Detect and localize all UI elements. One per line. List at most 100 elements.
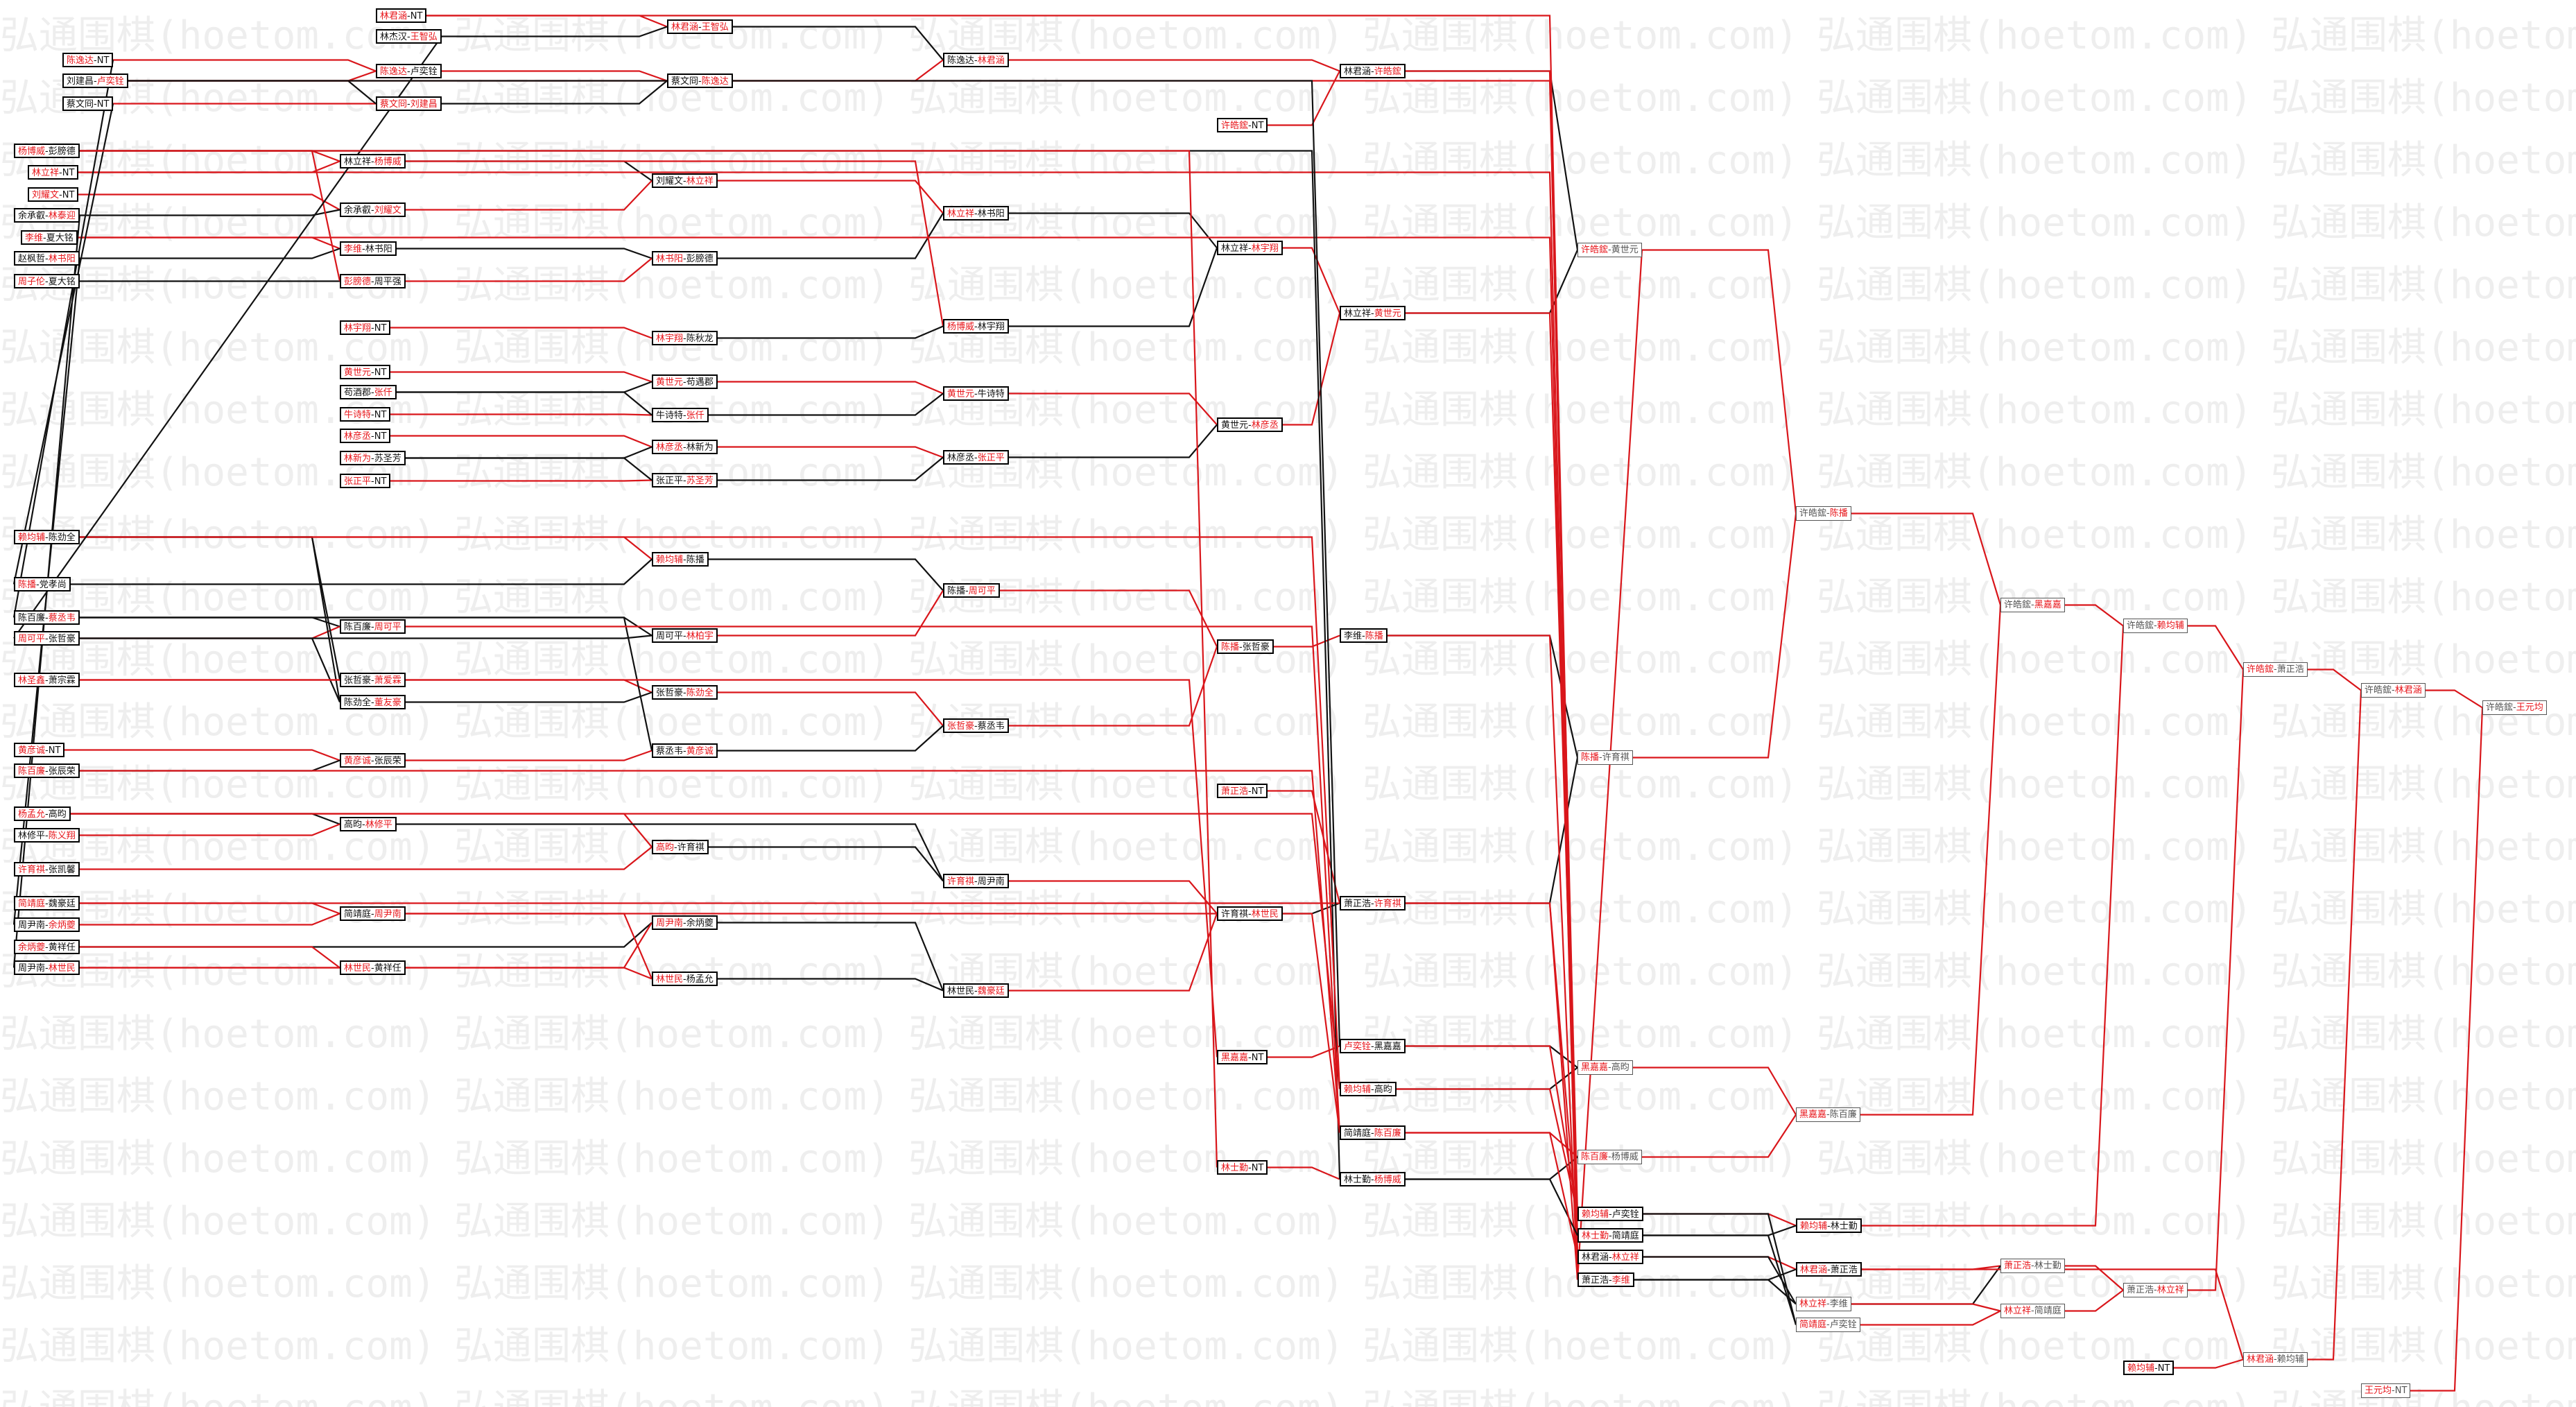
match-node-e3[interactable]: 许育祺-张凯馨 <box>14 862 80 877</box>
match-node-g2[interactable]: 黑嘉嘉-陈百廉 <box>1796 1107 1860 1122</box>
match-node-a8[interactable]: 蔡文冏-刘建昌 <box>376 96 442 111</box>
match-node-e16[interactable]: 林世民-魏豪廷 <box>943 983 1009 998</box>
match-node-c1[interactable]: 黄世元-NT <box>340 365 391 379</box>
match-node-f2[interactable]: 卢奕铨-黑嘉嘉 <box>1340 1039 1406 1053</box>
match-node-h2[interactable]: 萧正浩-林士勤 <box>2000 1259 2065 1273</box>
match-node-m1[interactable]: 许皓鋐-王元均 <box>2482 700 2547 715</box>
match-node-c6[interactable]: 张正平-NT <box>340 474 391 488</box>
match-node-f11[interactable]: 林君涵-林立祥 <box>1577 1250 1643 1264</box>
match-node-b1[interactable]: 杨博威-彭膀德 <box>14 144 80 158</box>
match-node-c2[interactable]: 苟酒郡-张仟 <box>340 385 397 399</box>
match-node-a7[interactable]: 陈逸达-卢奕铨 <box>376 64 442 78</box>
match-node-f1[interactable]: 黑嘉嘉-NT <box>1217 1050 1268 1064</box>
match-node-d13[interactable]: 张哲豪-陈劲全 <box>652 685 718 700</box>
match-node-f6[interactable]: 林士勤-杨博威 <box>1340 1172 1406 1186</box>
match-node-d1[interactable]: 赖均辅-陈劲全 <box>14 530 80 544</box>
match-node-d6[interactable]: 黄彦诚-NT <box>14 743 65 757</box>
match-node-c5[interactable]: 林新为-苏圣芳 <box>340 451 406 465</box>
match-node-a11[interactable]: 林君涵-许皓鋐 <box>1340 64 1406 78</box>
match-node-g3[interactable]: 赖均辅-林士勤 <box>1796 1218 1862 1233</box>
match-node-e12[interactable]: 简靖庭-周尹南 <box>340 906 406 921</box>
match-node-d9[interactable]: 陈百廉-周可平 <box>340 619 406 634</box>
match-node-f12[interactable]: 萧正浩-李维 <box>1577 1272 1634 1287</box>
match-node-b8[interactable]: 林立祥-杨博威 <box>340 154 406 169</box>
match-node-b5[interactable]: 李维-夏大铭 <box>21 230 78 245</box>
match-node-e5[interactable]: 高昀-许育祺 <box>652 840 709 854</box>
match-node-b14[interactable]: 林立祥-林书阳 <box>943 206 1009 221</box>
match-node-j1[interactable]: 许皓鋐-萧正浩 <box>2243 662 2308 677</box>
match-node-e6[interactable]: 许育祺-周尹南 <box>943 874 1009 888</box>
match-node-d14[interactable]: 黄彦诚-张辰荣 <box>340 753 406 768</box>
match-node-b7[interactable]: 周子伦-夏大铭 <box>14 274 80 288</box>
match-node-d8[interactable]: 赖均辅-陈播 <box>652 552 709 567</box>
match-node-c4[interactable]: 林彦丞-NT <box>340 429 391 443</box>
match-node-a2[interactable]: 林杰汉-王智弘 <box>376 29 442 44</box>
match-node-e10[interactable]: 余炳夔-黄祥任 <box>14 940 80 954</box>
match-node-f9[interactable]: 赖均辅-卢奕铨 <box>1577 1207 1643 1221</box>
match-node-b12[interactable]: 刘耀文-林立祥 <box>652 173 718 188</box>
match-node-d19[interactable]: 李维-陈播 <box>1340 628 1388 643</box>
match-node-d2[interactable]: 陈播-党孝尚 <box>14 577 71 592</box>
match-node-b18[interactable]: 林立祥-林宇翔 <box>1217 241 1283 255</box>
match-node-c11[interactable]: 黄世元-牛诗特 <box>943 386 1009 401</box>
match-node-a9[interactable]: 蔡文冏-陈逸达 <box>667 74 733 88</box>
match-node-d15[interactable]: 蔡丞韦-黄彦诚 <box>652 743 718 758</box>
match-node-i2[interactable]: 萧正浩-林立祥 <box>2123 1283 2188 1297</box>
match-node-j2[interactable]: 林君涵-赖均辅 <box>2243 1352 2308 1367</box>
match-node-b17[interactable]: 杨博威-林宇翔 <box>943 319 1009 334</box>
match-node-b9[interactable]: 余承叡-刘耀文 <box>340 202 406 217</box>
match-node-c13[interactable]: 黄世元-林彦丞 <box>1217 417 1283 432</box>
match-node-b15[interactable]: 林宇翔-NT <box>340 320 391 335</box>
match-node-d3[interactable]: 陈百廉-蔡丞韦 <box>14 610 80 625</box>
match-node-i1[interactable]: 许皓鋐-赖均辅 <box>2123 619 2188 633</box>
match-node-c14[interactable]: 许皓鋐-黄世元 <box>1577 243 1642 257</box>
match-node-b19[interactable]: 林立祥-黄世元 <box>1340 306 1406 320</box>
match-node-a6[interactable]: 蔡文冏-NT <box>62 96 114 111</box>
match-node-c3[interactable]: 牛诗特-NT <box>340 407 391 422</box>
match-node-e17[interactable]: 许育祺-林世民 <box>1217 906 1283 921</box>
match-node-e11[interactable]: 周尹南-林世民 <box>14 960 80 975</box>
match-node-c8[interactable]: 牛诗特-张仟 <box>652 408 709 422</box>
match-node-k1[interactable]: 许皓鋐-林君涵 <box>2361 683 2426 698</box>
match-node-b2[interactable]: 林立祥-NT <box>28 165 79 180</box>
match-node-e9[interactable]: 周尹南-余炳夔 <box>14 917 80 932</box>
match-node-b13[interactable]: 林书阳-彭膀德 <box>652 251 718 266</box>
match-node-d18[interactable]: 陈播-张哲豪 <box>1217 639 1274 654</box>
match-node-a3[interactable]: 林君涵-王智弘 <box>667 19 733 34</box>
match-node-c7[interactable]: 黄世元-苟遇郡 <box>652 374 718 389</box>
match-node-b4[interactable]: 余承叡-林泰迎 <box>14 208 80 223</box>
match-node-c9[interactable]: 林彦丞-林新为 <box>652 440 718 454</box>
match-node-e13[interactable]: 周尹南-余炳夔 <box>652 915 718 930</box>
match-node-f10[interactable]: 林士勤-简靖庭 <box>1577 1228 1643 1243</box>
match-node-e7[interactable]: 萧正浩-NT <box>1217 784 1268 798</box>
match-node-k2[interactable]: 王元均-NT <box>2361 1383 2411 1398</box>
match-node-g1[interactable]: 许皓鋐-陈播 <box>1796 506 1851 521</box>
match-node-f4[interactable]: 简靖庭-陈百廉 <box>1340 1125 1406 1140</box>
match-node-d17[interactable]: 张哲豪-蔡丞韦 <box>943 718 1009 733</box>
match-node-d10[interactable]: 周可平-林柏宇 <box>652 628 718 643</box>
match-node-a1[interactable]: 林君涵-NT <box>376 8 427 23</box>
match-node-e18[interactable]: 萧正浩-许育祺 <box>1340 896 1406 910</box>
match-node-f5[interactable]: 林士勤-NT <box>1217 1160 1268 1175</box>
match-node-d7[interactable]: 陈百廉-张辰荣 <box>14 763 80 778</box>
match-node-a5[interactable]: 刘建昌-卢奕铨 <box>62 74 128 88</box>
match-node-g6[interactable]: 简靖庭-卢奕铨 <box>1796 1318 1860 1332</box>
match-node-f8[interactable]: 陈百廉-杨博威 <box>1577 1150 1642 1164</box>
match-node-f3[interactable]: 赖均辅-高昀 <box>1340 1082 1397 1096</box>
match-node-g4[interactable]: 林君涵-萧正浩 <box>1796 1262 1862 1277</box>
match-node-f7[interactable]: 黑嘉嘉-高昀 <box>1577 1060 1633 1075</box>
match-node-b10[interactable]: 李维-林书阳 <box>340 241 397 256</box>
match-node-h1[interactable]: 许皓鋐-黑嘉嘉 <box>2000 598 2065 612</box>
match-node-e15[interactable]: 林世民-杨孟允 <box>652 972 718 986</box>
match-node-e8[interactable]: 简靖庭-魏豪廷 <box>14 896 80 910</box>
match-node-e2[interactable]: 林修平-陈义翔 <box>14 828 80 843</box>
match-node-d11[interactable]: 张哲豪-萧爱霖 <box>340 673 406 687</box>
match-node-e4[interactable]: 高昀-林修平 <box>340 817 397 831</box>
match-node-b11[interactable]: 彭膀德-周平强 <box>340 274 406 288</box>
match-node-d12[interactable]: 陈劲全-董友豪 <box>340 695 406 709</box>
match-node-e14[interactable]: 林世民-黄祥任 <box>340 960 406 975</box>
match-node-a4[interactable]: 陈逸达-NT <box>62 53 114 67</box>
match-node-a12[interactable]: 许皓鋐-NT <box>1217 118 1268 132</box>
match-node-b16[interactable]: 林宇翔-陈秋龙 <box>652 331 718 345</box>
match-node-e1[interactable]: 杨孟允-高昀 <box>14 806 71 821</box>
